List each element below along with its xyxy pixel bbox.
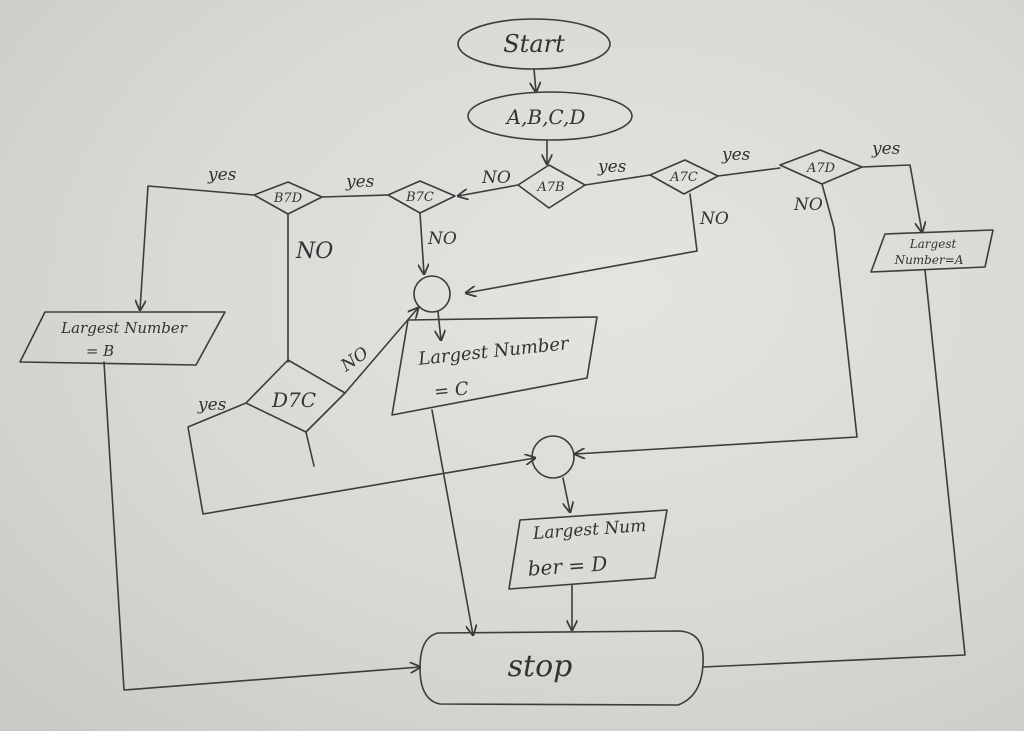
edge-a-gt-d-no [575, 183, 858, 454]
input-node [467, 91, 633, 141]
b-gt-d-yes-label: yes [207, 165, 237, 185]
largest-a-line1: Largest [909, 237, 957, 251]
d-gt-c-yes-label: yes [197, 395, 227, 415]
edge-connector-d-largest-d [562, 477, 570, 512]
d-gt-c-label: D7C [271, 388, 316, 412]
d-gt-c-no-label: NO [337, 343, 373, 377]
b-gt-c-yes-label: yes [345, 172, 375, 192]
edge-d-gt-c-no [344, 308, 418, 394]
edge-start-input [534, 68, 536, 92]
largest-a-line2: Number=A [894, 253, 964, 267]
a-gt-d-yes-label: yes [871, 139, 901, 159]
edge-b-gt-c-yes [321, 194, 389, 198]
largest-d-box [508, 509, 668, 590]
edge-a-gt-b-yes [584, 174, 651, 186]
stop-label: stop [508, 649, 573, 684]
b-gt-d-no-label: NO [295, 239, 333, 264]
a-gt-d-no-label: NO [793, 195, 823, 215]
a-gt-c-label: A7C [669, 170, 698, 185]
largest-c-box [391, 316, 598, 416]
a-gt-b-label: A7B [536, 180, 564, 195]
b-gt-d-label: B7D [273, 191, 303, 206]
largest-c-line1: Largest Number [416, 333, 571, 370]
edge-d-gt-c-tail [305, 431, 315, 467]
a-gt-d-label: A7D [806, 161, 836, 176]
largest-d-line2: ber = D [527, 551, 608, 581]
start-label: Start [503, 30, 565, 58]
decision-b-gt-c [387, 180, 456, 214]
edge-b-gt-d-yes [140, 185, 255, 310]
connector-c [413, 275, 451, 313]
edge-a-gt-c-yes [717, 167, 781, 177]
largest-d-line1: Largest Num [531, 516, 647, 544]
stop-terminal [419, 630, 704, 706]
input-label: A,B,C,D [505, 105, 586, 129]
largest-c-line2: = C [433, 378, 470, 403]
largest-a-box [870, 229, 994, 273]
edge-largest-a-stop [702, 269, 966, 668]
edge-b-gt-c-no [420, 212, 424, 274]
largest-b-box [19, 311, 226, 366]
connector-d [531, 435, 575, 479]
a-gt-b-yes-label: yes [597, 157, 627, 177]
largest-b-line1: Largest Number [60, 319, 188, 337]
a-gt-b-no-label: NO [481, 168, 511, 188]
edge-a-gt-c-no [466, 193, 698, 293]
edge-a-gt-d-yes [861, 164, 922, 232]
edge-largest-b-stop [103, 361, 420, 691]
a-gt-c-yes-label: yes [721, 145, 751, 165]
edge-largest-c-stop [431, 409, 473, 635]
edge-a-gt-b-no [458, 184, 519, 196]
b-gt-c-label: B7C [405, 190, 434, 205]
b-gt-c-no-label: NO [427, 229, 457, 249]
a-gt-c-no-label: NO [699, 209, 729, 229]
largest-b-line2: = B [86, 342, 114, 360]
edge-connector-c-largest-c [438, 311, 441, 340]
edge-d-gt-c-yes [187, 402, 535, 515]
